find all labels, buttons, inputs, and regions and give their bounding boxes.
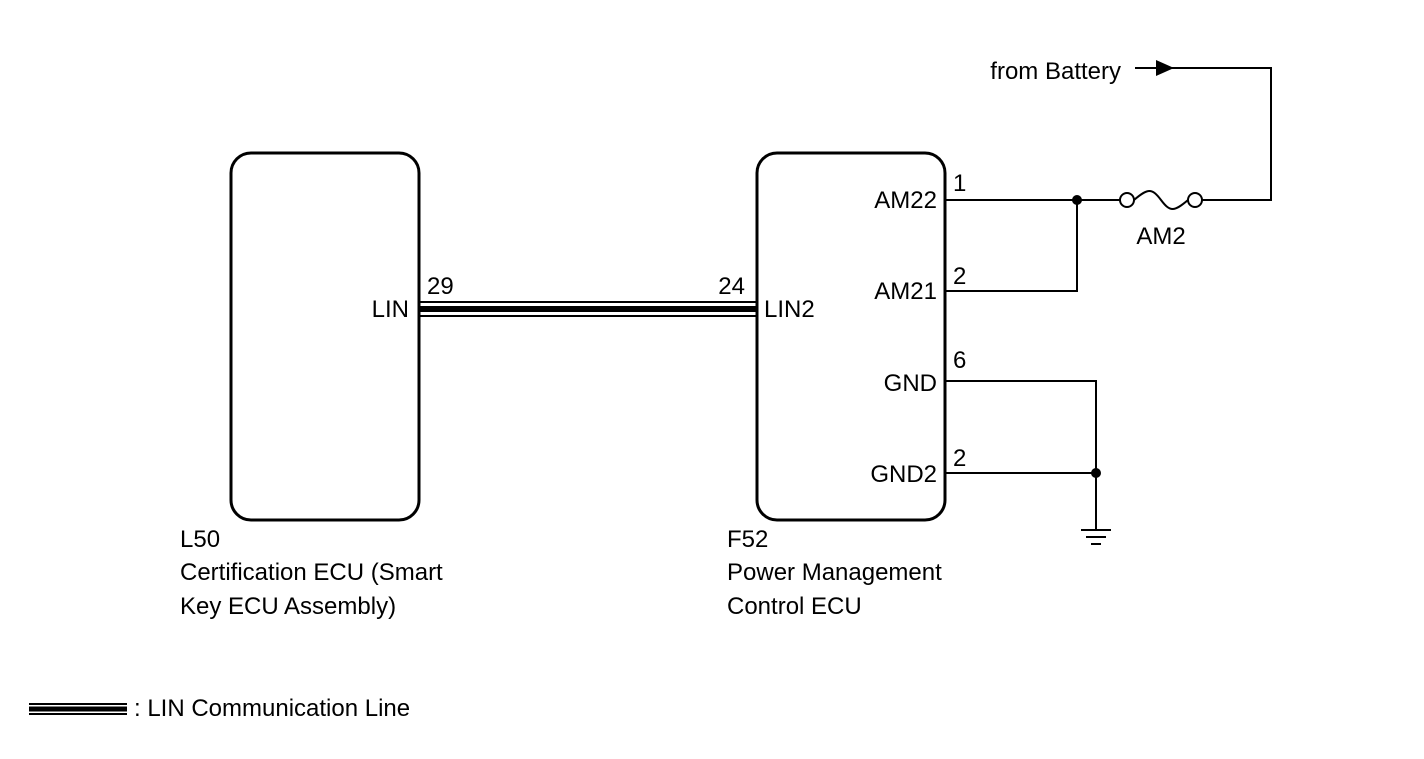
am22-pin-label: AM22 xyxy=(874,187,937,214)
power-junction-dot xyxy=(1072,195,1082,205)
am22-pin-number: 1 xyxy=(953,170,966,197)
ground-icon xyxy=(1081,529,1111,545)
fuse-label: AM2 xyxy=(1136,223,1185,250)
legend-lin-line-icon xyxy=(29,703,127,715)
ground-junction-dot xyxy=(1091,468,1101,478)
right-ecu-name-line2: Control ECU xyxy=(727,593,862,620)
gnd-pin-number: 6 xyxy=(953,347,966,374)
lin-pin-label: LIN xyxy=(372,296,409,323)
gnd-pin-label: GND xyxy=(884,370,937,397)
battery-label: from Battery xyxy=(990,58,1121,85)
lin-communication-line xyxy=(420,301,757,317)
am21-wire xyxy=(945,200,1078,292)
lin2-pin-number: 24 xyxy=(718,273,745,300)
battery-arrow-icon xyxy=(1156,60,1174,76)
right-ecu-name-line1: Power Management xyxy=(727,559,942,586)
lin-pin-number: 29 xyxy=(427,273,454,300)
gnd-wire xyxy=(945,380,1097,530)
gnd2-pin-label: GND2 xyxy=(870,461,937,488)
am21-pin-label: AM21 xyxy=(874,278,937,305)
battery-wire xyxy=(1160,67,1272,201)
left-ecu-name-line2: Key ECU Assembly) xyxy=(180,593,396,620)
left-ecu-connector: L50 xyxy=(180,526,220,553)
legend-text: : LIN Communication Line xyxy=(134,695,410,722)
right-ecu-connector: F52 xyxy=(727,526,768,553)
left-ecu-name-line1: Certification ECU (Smart xyxy=(180,559,443,586)
gnd2-pin-number: 2 xyxy=(953,445,966,472)
am21-pin-number: 2 xyxy=(953,263,966,290)
certification-ecu-box xyxy=(229,151,421,522)
lin2-pin-label: LIN2 xyxy=(764,296,815,323)
fuse-am2-icon xyxy=(1119,190,1203,210)
power-management-ecu-box xyxy=(755,151,947,522)
